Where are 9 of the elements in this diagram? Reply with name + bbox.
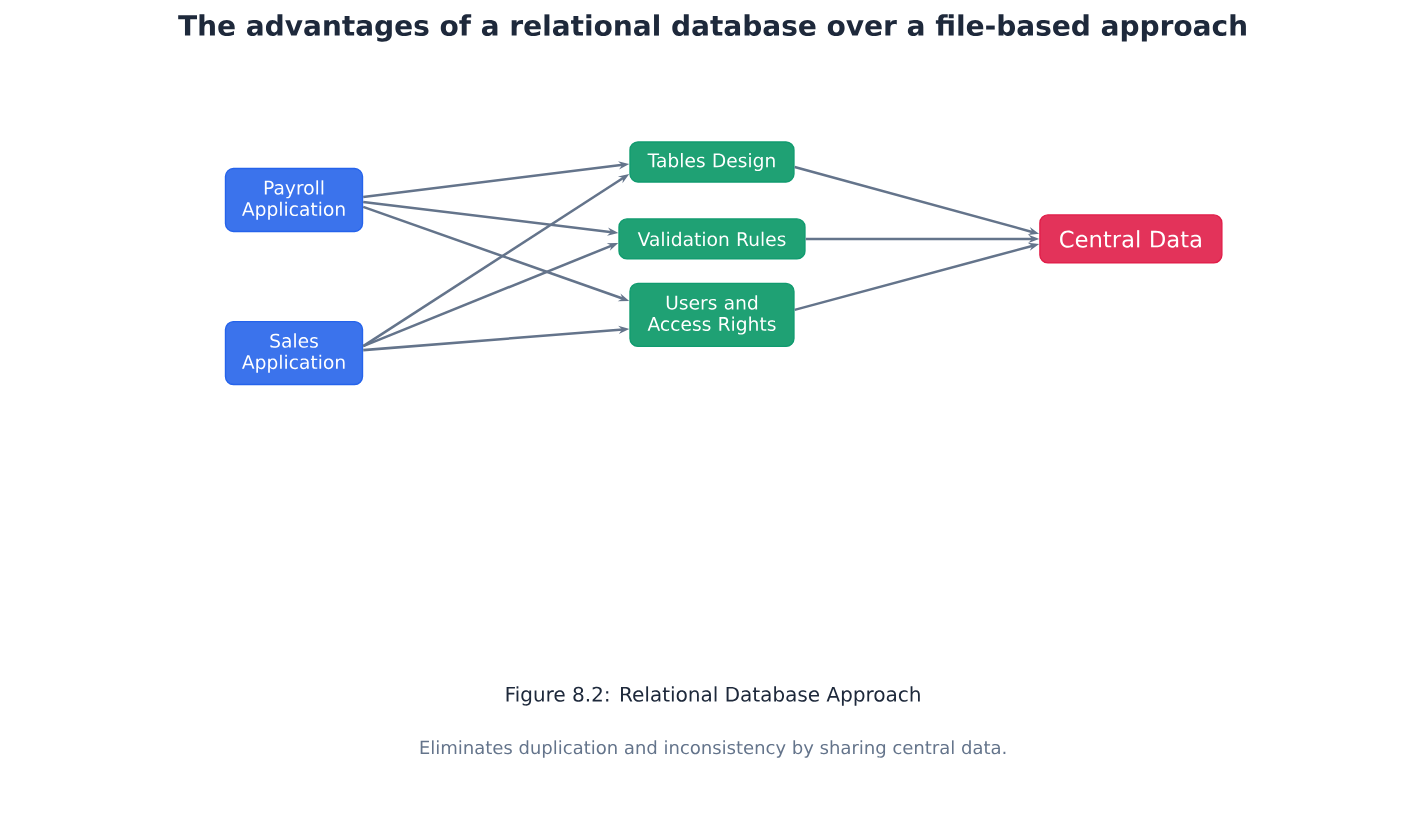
caption: Figure 8.2: Relational Database Approach <box>506 686 920 706</box>
note: Eliminates duplication and inconsistency by sharing central data. <box>420 740 1006 758</box>
process-box: Users and Access Rights <box>629 282 795 348</box>
title: The advantages of a relational database over a file-based approach <box>178 14 1246 42</box>
process-box: Tables Design <box>629 141 795 183</box>
process-box: Sales Application <box>224 320 364 386</box>
process-box: Central Data <box>1039 214 1223 264</box>
process-box: Validation Rules <box>618 218 806 260</box>
process-box: Payroll Application <box>224 167 364 233</box>
